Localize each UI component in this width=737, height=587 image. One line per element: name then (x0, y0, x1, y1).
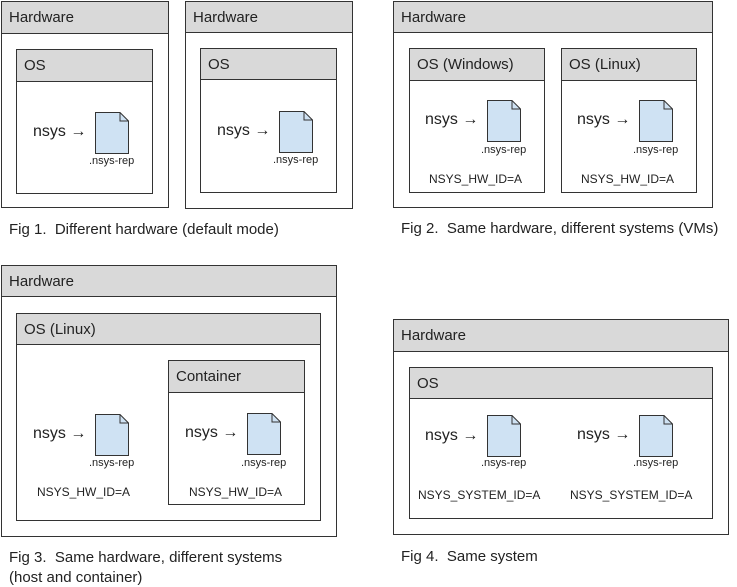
document-file-icon (279, 111, 313, 153)
fig4-nsys-label-1: nsys → (425, 427, 479, 444)
document-file-icon (487, 415, 521, 457)
fig4-env-1: NSYS_SYSTEM_ID=A (418, 488, 541, 502)
fig3-caption: Fig 3. Same hardware, different systems … (9, 549, 283, 586)
fig1-file-label-left: .nsys-rep (89, 155, 135, 167)
fig3-env-host: NSYS_HW_ID=A (37, 485, 131, 499)
fig3-hardware-header: Hardware (1, 265, 337, 297)
fig2-file-label-windows: .nsys-rep (481, 144, 527, 156)
fig4-os-header: OS (409, 367, 713, 399)
fig3-file-label-container: .nsys-rep (241, 457, 287, 469)
fig1-caption: Fig 1. Different hardware (default mode) (9, 221, 279, 238)
document-file-icon (639, 100, 673, 142)
fig3-nsys-label-host: nsys → (33, 425, 87, 442)
fig3-container-header: Container (168, 360, 305, 393)
document-file-icon (247, 413, 281, 455)
fig3-nsys-label-container: nsys → (185, 424, 239, 441)
fig2-os-linux-header: OS (Linux) (561, 48, 697, 81)
fig1-hardware-header-left: Hardware (1, 1, 169, 34)
document-file-icon (95, 112, 129, 154)
fig1-file-label-right: .nsys-rep (273, 154, 319, 166)
document-file-icon (487, 100, 521, 142)
fig4-hardware-header: Hardware (393, 319, 729, 352)
fig2-hardware-header: Hardware (393, 1, 713, 33)
fig1-os-header-right: OS (200, 48, 337, 80)
document-file-icon (95, 414, 129, 456)
fig1-os-header-left: OS (16, 49, 153, 82)
fig2-env-linux: NSYS_HW_ID=A (581, 172, 675, 186)
fig2-file-label-linux: .nsys-rep (633, 144, 679, 156)
fig1-nsys-label-right: nsys → (217, 122, 271, 139)
fig1-nsys-label-left: nsys → (33, 123, 87, 140)
fig1-hardware-header-right: Hardware (185, 1, 353, 33)
fig3-os-header: OS (Linux) (16, 313, 321, 345)
fig4-file-label-2: .nsys-rep (633, 457, 679, 469)
fig4-file-label-1: .nsys-rep (481, 457, 527, 469)
fig2-nsys-label-windows: nsys → (425, 111, 479, 128)
fig3-file-label-host: .nsys-rep (89, 457, 135, 469)
fig2-caption: Fig 2. Same hardware, different systems … (401, 220, 719, 237)
fig4-env-2: NSYS_SYSTEM_ID=A (570, 488, 693, 502)
fig2-nsys-label-linux: nsys → (577, 111, 631, 128)
fig4-caption: Fig 4. Same system (401, 548, 538, 565)
fig2-env-windows: NSYS_HW_ID=A (429, 172, 523, 186)
document-file-icon (639, 415, 673, 457)
fig3-env-container: NSYS_HW_ID=A (189, 485, 283, 499)
fig4-nsys-label-2: nsys → (577, 426, 631, 443)
fig2-os-windows-header: OS (Windows) (409, 48, 545, 81)
